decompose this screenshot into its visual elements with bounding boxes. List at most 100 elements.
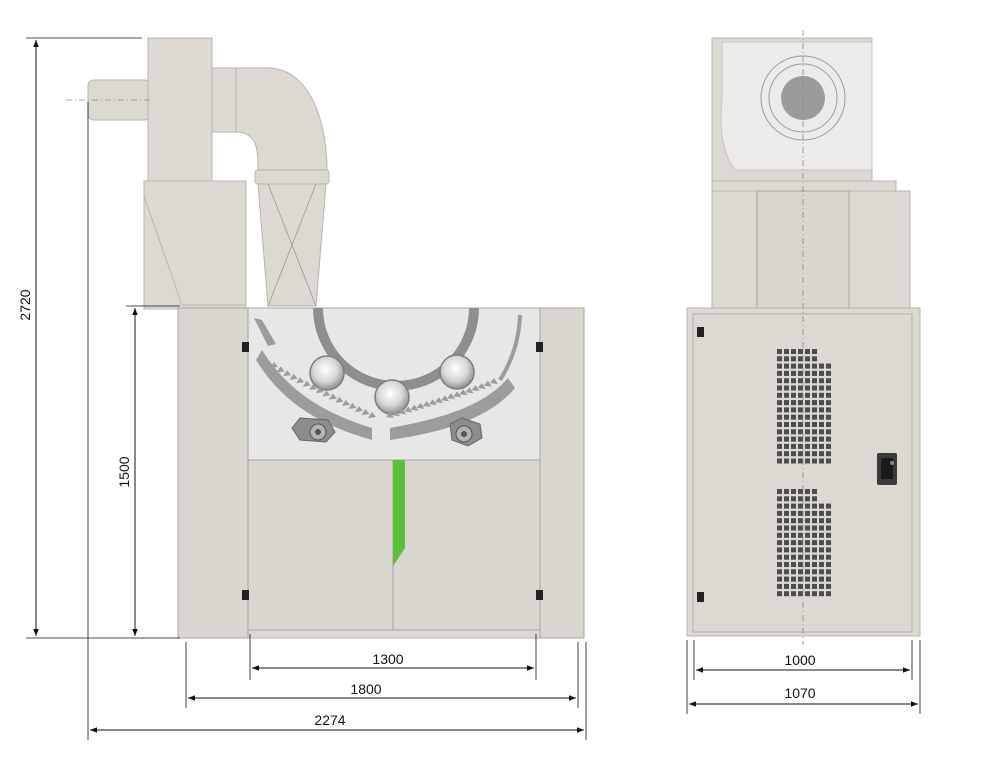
vent-hole — [805, 510, 810, 516]
comb-tooth — [453, 391, 462, 398]
vent-hole — [784, 422, 789, 427]
vent-hole — [826, 518, 831, 524]
vent-hole — [777, 532, 782, 538]
vent-hole — [812, 547, 817, 553]
vent-hole — [805, 429, 810, 435]
vent-hole — [784, 414, 789, 420]
vent-hole — [791, 422, 796, 427]
vent-hole — [791, 429, 796, 435]
vent-hole — [791, 349, 796, 354]
vent-hole — [812, 400, 817, 406]
vent-hole — [812, 414, 817, 420]
vent-hole — [798, 518, 803, 524]
vent-hole — [777, 518, 782, 524]
vent-hole — [798, 356, 803, 362]
vent-hole — [798, 576, 803, 582]
vent-hole — [805, 392, 810, 398]
vent-hole — [826, 532, 831, 538]
comb-tooth — [459, 389, 468, 396]
fan-housing — [147, 37, 213, 182]
vent-hole — [777, 400, 782, 406]
vent-hole — [805, 569, 810, 575]
vent-hole — [784, 576, 789, 582]
vent-hole — [812, 422, 817, 427]
side-panel-left — [177, 307, 249, 639]
vent-hole — [819, 525, 824, 531]
vent-hole — [784, 356, 789, 362]
dim-label-total-width: 2274 — [314, 712, 345, 728]
vent-hole — [798, 370, 803, 376]
vent-hole — [798, 407, 803, 413]
vent-hole — [805, 349, 810, 354]
vent-hole — [784, 429, 789, 435]
vent-hole — [798, 414, 803, 420]
vent-hole — [798, 525, 803, 531]
vent-hole — [805, 489, 810, 494]
vent-hole — [791, 510, 796, 516]
vent-hole — [812, 392, 817, 398]
vent-hole — [826, 378, 831, 384]
vent-hole — [812, 576, 817, 582]
vent-hole — [777, 503, 782, 509]
vent-hole — [826, 443, 831, 449]
vent-hole — [798, 458, 803, 464]
vent-hole — [826, 436, 831, 442]
vent-hole — [826, 422, 831, 427]
comb-tooth — [361, 408, 370, 415]
latch-icon — [697, 592, 704, 602]
vent-hole — [791, 407, 796, 413]
vent-hole — [826, 429, 831, 435]
vent-hole — [812, 451, 817, 457]
vent-hole — [798, 451, 803, 457]
vent-hole — [784, 378, 789, 384]
vent-hole — [798, 569, 803, 575]
vent-hole — [819, 385, 824, 391]
green-accent-strip — [393, 460, 405, 566]
comb-tooth — [270, 362, 278, 368]
vent-hole — [791, 451, 796, 457]
fan-ring-inner — [768, 63, 838, 133]
vent-hole — [784, 458, 789, 464]
vent-hole — [798, 363, 803, 369]
vent-hole — [805, 378, 810, 384]
vent-hole — [826, 451, 831, 457]
vent-hole — [784, 407, 789, 413]
vent-hole — [826, 458, 831, 464]
vent-hole — [805, 436, 810, 442]
roller-icon — [309, 355, 345, 391]
vent-hole — [777, 547, 782, 553]
cyclone-cone — [143, 180, 247, 306]
vent-hole — [798, 532, 803, 538]
vent-hole — [777, 591, 782, 597]
vent-hole — [777, 385, 782, 391]
vent-hole — [819, 370, 824, 376]
vent-hole — [791, 363, 796, 369]
vent-hole — [805, 547, 810, 553]
vent-hole — [812, 378, 817, 384]
vent-hole — [805, 443, 810, 449]
vent-hole — [777, 443, 782, 449]
vent-hole — [791, 370, 796, 376]
vent-hole — [812, 370, 817, 376]
comb-tooth — [309, 383, 318, 390]
vent-hole — [777, 451, 782, 457]
vent-hole — [798, 378, 803, 384]
vent-hole — [805, 414, 810, 420]
cyclone-assembly — [66, 37, 330, 310]
adjuster-left — [291, 417, 336, 443]
vent-hole — [812, 458, 817, 464]
vent-hole — [819, 554, 824, 560]
comb-tooth — [428, 399, 437, 406]
vent-hole — [812, 525, 817, 531]
vent-hole — [805, 363, 810, 369]
vent-hole — [784, 525, 789, 531]
duct-elbow — [211, 67, 328, 176]
vent-hole — [826, 547, 831, 553]
vent-hole — [791, 356, 796, 362]
vent-hole — [791, 392, 796, 398]
vent-hole — [819, 547, 824, 553]
vent-hole — [784, 510, 789, 516]
vent-hole — [777, 562, 782, 567]
vent-hole — [784, 392, 789, 398]
